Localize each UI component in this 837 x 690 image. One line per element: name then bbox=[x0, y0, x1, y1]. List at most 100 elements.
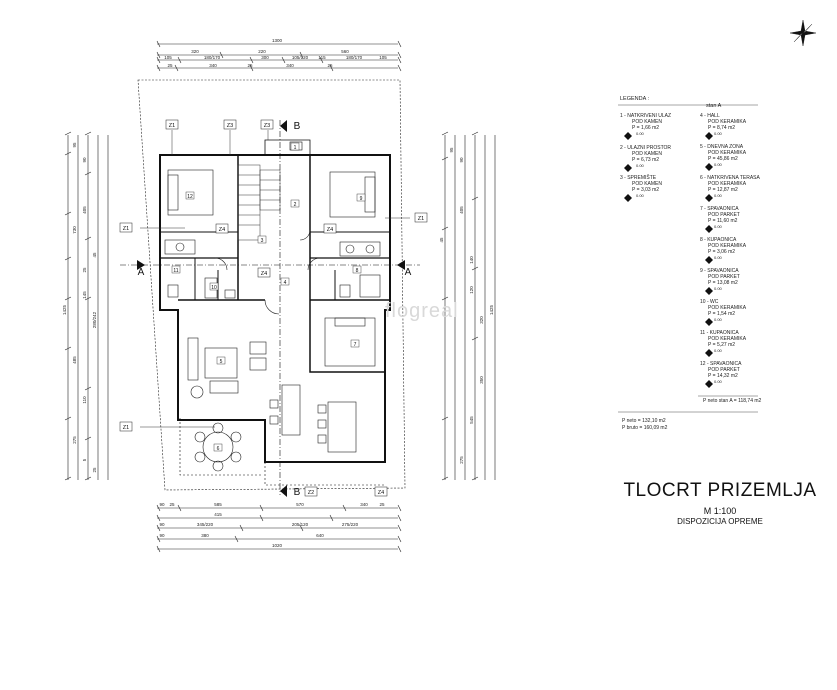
section-b-label: B bbox=[294, 121, 301, 132]
dim-right: 405 bbox=[459, 206, 464, 214]
dim-bottom: 90 bbox=[159, 522, 165, 527]
dim-top: 105 bbox=[164, 55, 172, 60]
dim-top: 25 bbox=[167, 63, 173, 68]
dim-left: 275 bbox=[72, 436, 77, 444]
dim-bottom: 90 bbox=[159, 502, 165, 507]
dim-bottom: 640 bbox=[316, 533, 324, 538]
dim-left: 45 bbox=[92, 252, 97, 258]
dim-bottom: 380 bbox=[201, 533, 209, 538]
net-area-stan: P neto stan A = 118,74 m2 bbox=[703, 398, 762, 404]
dim-top: 105 bbox=[379, 55, 387, 60]
dim-right: 120 bbox=[469, 286, 474, 294]
dim-left: 90 bbox=[82, 157, 87, 163]
room-number: 11 bbox=[173, 268, 178, 274]
section-a-label: A bbox=[405, 267, 412, 278]
section-b-label: B bbox=[294, 487, 301, 498]
dim-bottom: 25 bbox=[169, 502, 175, 507]
room-number: 5 bbox=[220, 359, 223, 365]
zone-label: Z4 bbox=[327, 227, 333, 233]
dim-bottom: 570 bbox=[296, 502, 304, 507]
dim-right: 320 bbox=[479, 316, 484, 324]
dim-left: 25 bbox=[82, 267, 87, 273]
drawing-scale: M 1:100 bbox=[703, 506, 737, 516]
room-number: 3 bbox=[261, 238, 264, 244]
dim-right: 275 bbox=[459, 456, 464, 464]
zone-label: Z4 bbox=[261, 271, 267, 277]
room-number: 1 bbox=[294, 145, 297, 151]
drawing-subtitle: DISPOZICIJA OPREME bbox=[677, 517, 763, 526]
dim-right: 350 bbox=[479, 376, 484, 384]
legend-title: LEGENDA : bbox=[620, 96, 650, 102]
dim-top: 340 bbox=[209, 63, 217, 68]
zone-label: Z1 bbox=[418, 216, 424, 222]
room-number: 12 bbox=[187, 194, 193, 200]
watermark: flogreal bbox=[385, 300, 459, 322]
zone-label: Z2 bbox=[308, 490, 314, 496]
dim-top: 25 bbox=[247, 63, 253, 68]
dim-bottom: 585 bbox=[214, 502, 222, 507]
dim-right: 140 bbox=[469, 256, 474, 264]
section-a-label: A bbox=[138, 267, 145, 278]
dim-right: 545 bbox=[469, 416, 474, 424]
north-arrow-icon bbox=[789, 19, 817, 47]
dim-bottom: 340 bbox=[360, 502, 368, 507]
room-number: 6 bbox=[217, 446, 220, 452]
dim-left: 730 bbox=[72, 226, 77, 234]
dim-left-total: 1425 bbox=[62, 304, 67, 315]
dim-top: 180/170 bbox=[204, 55, 221, 60]
dim-left: 405 bbox=[82, 206, 87, 214]
dim-left: 5 bbox=[82, 458, 87, 461]
net-area: P neto = 132,10 m2 bbox=[622, 418, 666, 424]
room-number: 7 bbox=[354, 342, 357, 348]
room-number: 10 bbox=[211, 285, 217, 291]
dim-top-total: 1300 bbox=[272, 38, 283, 43]
title-block: TLOCRT PRIZEMLJA M 1:100 DISPOZICIJA OPR… bbox=[620, 480, 820, 526]
dim-right-total: 1425 bbox=[489, 304, 494, 315]
zone-label: Z1 bbox=[123, 226, 129, 232]
zone-label: Z3 bbox=[264, 123, 270, 129]
dim-top: 180/170 bbox=[346, 55, 363, 60]
dim-bottom-total: 1020 bbox=[272, 543, 283, 548]
room-number: 8 bbox=[356, 268, 359, 274]
zone-label: Z4 bbox=[219, 227, 225, 233]
dim-top: 340 bbox=[286, 63, 294, 68]
dim-left: 95 bbox=[72, 142, 77, 148]
zone-label: Z4 bbox=[378, 490, 384, 496]
dim-right: 45 bbox=[439, 237, 444, 243]
dim-left: 145 bbox=[82, 291, 87, 299]
dim-top: 25 bbox=[327, 63, 333, 68]
room-number: 9 bbox=[360, 196, 363, 202]
zone-label: Z1 bbox=[169, 123, 175, 129]
dim-right: 95 bbox=[449, 147, 454, 153]
dim-bottom: 90 bbox=[159, 533, 165, 538]
dim-top: 105/120 bbox=[292, 55, 309, 60]
dim-top: 220 bbox=[258, 49, 266, 54]
dim-top: 320 bbox=[191, 49, 199, 54]
room-number: 4 bbox=[284, 280, 287, 286]
dim-bottom: 275/220 bbox=[342, 522, 359, 527]
room-number: 2 bbox=[294, 202, 297, 208]
dim-top: 300 bbox=[261, 55, 269, 60]
dim-bottom: 205/120 bbox=[292, 522, 309, 527]
dim-top: 115 bbox=[318, 55, 326, 60]
dim-right: 90 bbox=[459, 157, 464, 163]
dim-bottom: 415 bbox=[214, 512, 222, 517]
zone-label: Z1 bbox=[123, 425, 129, 431]
dim-left: 25 bbox=[92, 467, 97, 473]
dim-left: 485 bbox=[72, 356, 77, 364]
dim-left: 280/242 bbox=[92, 311, 97, 328]
gross-area: P bruto = 160,09 m2 bbox=[622, 425, 668, 431]
